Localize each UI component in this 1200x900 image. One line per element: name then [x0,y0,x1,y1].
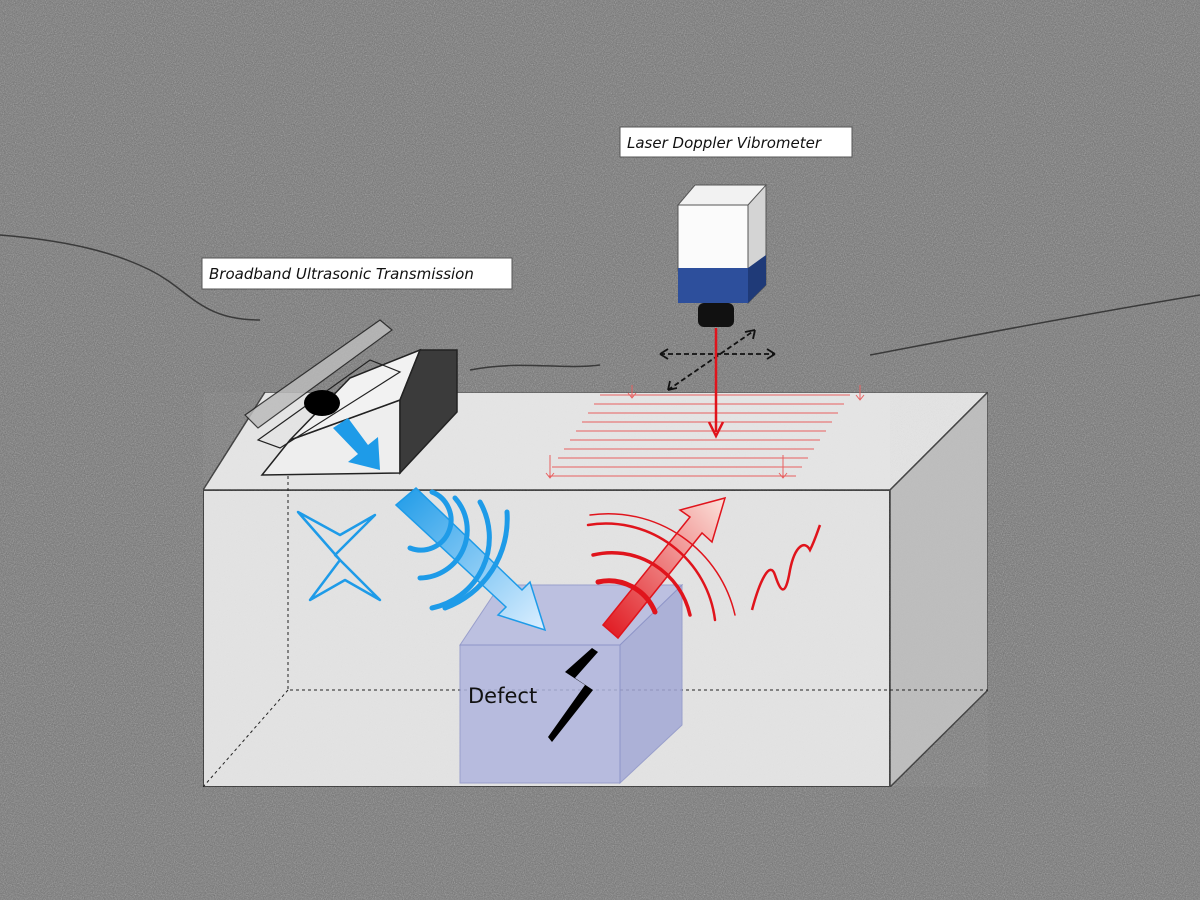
crack-line [0,234,1200,371]
incident-arrow [333,418,380,470]
laser-doppler-vibrometer [659,183,776,439]
reflected-wave-arrow [601,496,727,640]
vibration-wavefronts [586,512,736,622]
transmission-label: Broadband Ultrasonic Transmission [201,257,513,290]
ultrasonic-transducer [244,319,458,476]
ultrasonic-wavefronts [407,489,510,611]
ldv-label-text: Laser Doppler Vibrometer [627,134,822,152]
ultrasonic-signal-icon [296,510,382,602]
defect-label: Defect [468,684,537,708]
transmission-label-text: Broadband Ultrasonic Transmission [209,265,474,283]
crack-icon [548,648,598,742]
transmitted-wave-arrow [394,486,547,632]
defect-cube [459,583,684,785]
ldv-label: Laser Doppler Vibrometer [619,126,853,158]
scan-grid [545,385,865,479]
scan-axes-icon [660,329,775,391]
vibration-signal-icon [750,524,822,611]
